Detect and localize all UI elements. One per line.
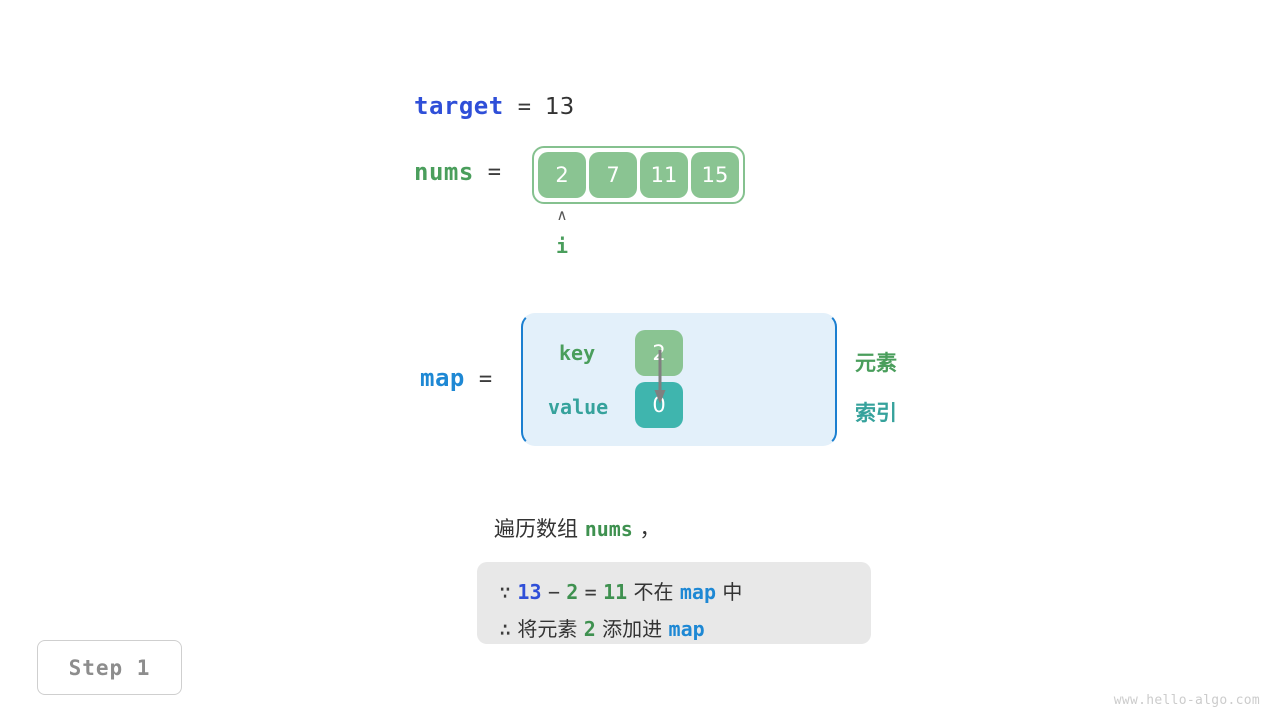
step-badge: Step 1 — [37, 640, 182, 695]
nums-array: 2 7 11 15 — [532, 146, 745, 204]
note1-result: 11 — [603, 580, 628, 604]
map-equals-sign: = — [478, 367, 493, 392]
note1-text-mid: 不在 — [633, 580, 674, 604]
caption-suffix: ， — [639, 517, 661, 541]
nums-variable-row: nums = — [414, 158, 501, 186]
because-symbol: ∵ — [499, 580, 512, 604]
note1-target-value: 13 — [517, 580, 542, 604]
therefore-symbol: ∴ — [499, 617, 512, 641]
legend-element-label: 元素 — [855, 351, 897, 375]
array-cell-0: 2 — [538, 152, 586, 198]
note2-num: 2 — [583, 617, 596, 641]
target-value: 13 — [544, 94, 575, 120]
note1-text-end: 中 — [722, 580, 743, 604]
index-pointer-label: i — [555, 234, 569, 258]
map-value-cell: 0 — [635, 382, 683, 428]
map-variable-row: map = — [420, 364, 492, 392]
hash-map-inner: key value 2 0 — [523, 315, 835, 444]
note1-equals-sign: = — [584, 580, 597, 604]
step-badge-label: Step 1 — [68, 655, 151, 680]
nums-equals-sign: = — [487, 159, 502, 185]
caption-text: 遍历数组 nums ， — [494, 513, 661, 543]
note1-map-word: map — [679, 580, 717, 604]
nums-variable-name: nums — [414, 158, 474, 186]
caption-code-nums: nums — [584, 517, 633, 541]
legend-index-label: 索引 — [855, 401, 897, 425]
target-variable-row: target = 13 — [414, 92, 574, 120]
target-variable-name: target — [414, 92, 504, 120]
note2-text-start: 将元素 — [517, 617, 578, 641]
map-variable-name: map — [420, 364, 465, 392]
note1-minus-sign: − — [547, 580, 560, 604]
watermark: www.hello-algo.com — [1113, 693, 1260, 708]
caret-up-icon: ∧ — [556, 206, 568, 224]
array-cell-2: 11 — [640, 152, 688, 198]
target-equals-sign: = — [517, 95, 531, 120]
map-key-label: key — [559, 341, 596, 365]
reasoning-note-box: ∵ 13 − 2 = 11 不在 map 中 ∴ 将元素 2 添加进 map — [477, 562, 871, 644]
array-cell-1: 7 — [589, 152, 637, 198]
array-cell-3: 15 — [691, 152, 739, 198]
note2-text-mid: 添加进 — [602, 617, 663, 641]
map-value-label: value — [548, 395, 609, 419]
map-key-cell: 2 — [635, 330, 683, 376]
caption-prefix: 遍历数组 — [494, 517, 578, 541]
reasoning-line-2: ∴ 将元素 2 添加进 map — [499, 611, 849, 648]
index-pointer: ∧ i — [538, 206, 586, 259]
note2-map-word: map — [668, 617, 705, 641]
note1-current-num: 2 — [566, 580, 579, 604]
map-legend: 元素 索引 — [855, 338, 897, 438]
hash-map-container: key value 2 0 — [521, 313, 837, 446]
reasoning-line-1: ∵ 13 − 2 = 11 不在 map 中 — [499, 574, 849, 611]
